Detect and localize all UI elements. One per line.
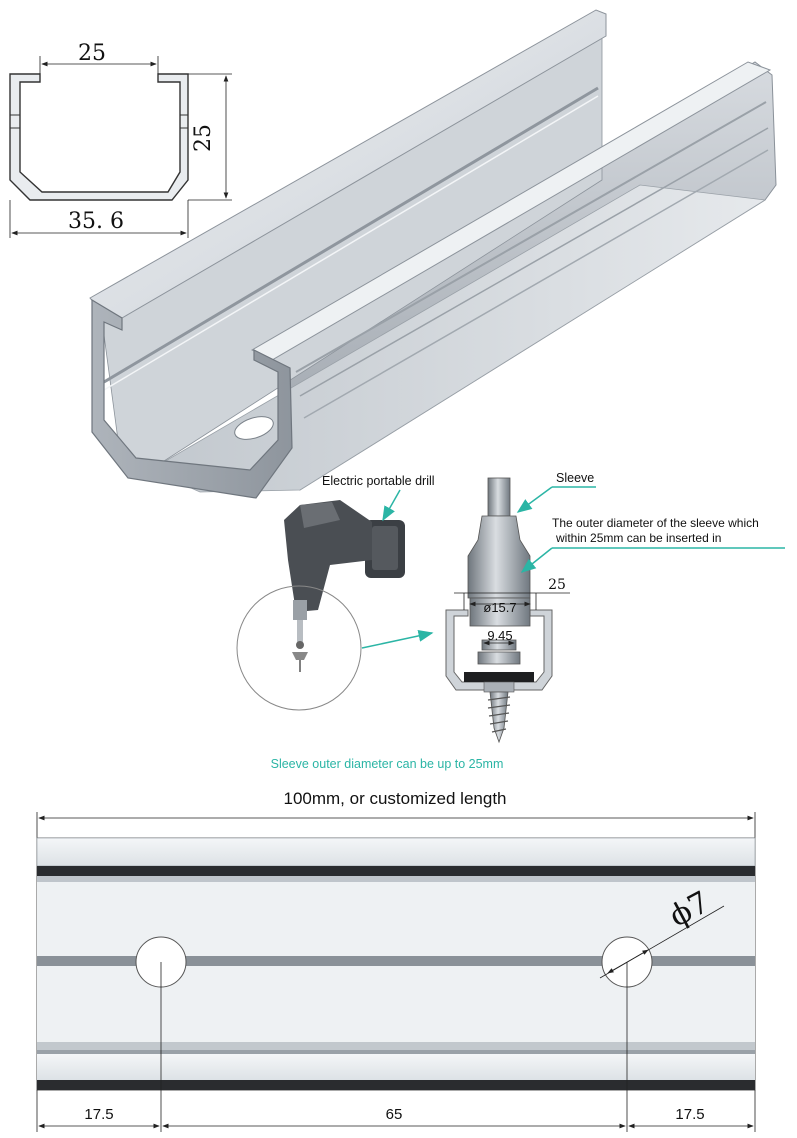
dimension-outer-width: [9, 200, 189, 238]
hole-spacing-dimensions: [36, 962, 756, 1132]
magnify-arrow: [361, 629, 434, 649]
sleeve-callout-line: [516, 486, 553, 513]
sleeve-diameter-label: ø15.7: [483, 600, 516, 615]
length-label: 100mm, or customized length: [284, 789, 507, 808]
dimension-height: [188, 73, 232, 201]
rail-3d-render: [89, 9, 777, 499]
cross-section-profile: [9, 73, 189, 201]
hole-diameter-leader: [599, 905, 725, 979]
sleeve-note-line2: within 25mm can be inserted in: [555, 531, 721, 545]
sleeve-detail-illustration: [445, 477, 553, 744]
drill-label: Electric portable drill: [322, 474, 435, 488]
drill-callout-line: [382, 489, 401, 522]
dimension-opening-width: [39, 56, 159, 74]
dim-right-label: 17.5: [675, 1106, 704, 1123]
sleeve-dimension-lines: [454, 592, 570, 646]
sleeve-caption: Sleeve outer diameter can be up to 25mm: [271, 757, 504, 771]
dim-left-label: 17.5: [84, 1106, 113, 1123]
sleeve-note-line1: The outer diameter of the sleeve which: [552, 516, 759, 530]
rail-bottom-view: [36, 837, 756, 1091]
opening-width-label: 25: [78, 41, 106, 66]
height-label: 25: [191, 124, 216, 152]
outer-width-label: 35. 6: [68, 209, 124, 234]
washer-width-label: 9.45: [487, 628, 512, 643]
magnify-circle: [236, 585, 362, 711]
channel-width-label: 25: [548, 577, 566, 593]
electric-drill-illustration: [284, 500, 405, 672]
length-dimension: [36, 812, 756, 840]
dim-middle-label: 65: [386, 1106, 403, 1123]
sleeve-label: Sleeve: [556, 471, 594, 485]
sleeve-note-callout-line: [520, 547, 553, 573]
